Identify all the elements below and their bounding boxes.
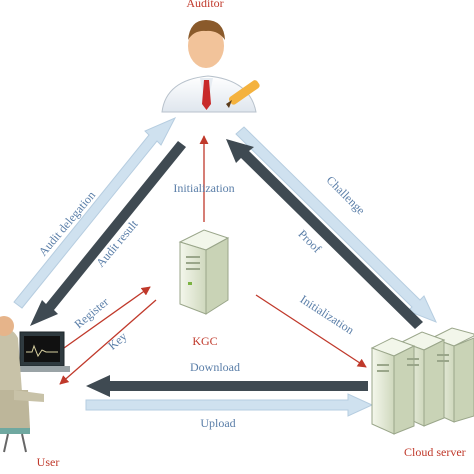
cloud-server-icon [370, 327, 474, 435]
initialization-kgc-auditor-label: Initialization [173, 181, 234, 195]
challenge-arrow [235, 126, 437, 323]
auditor-label: Auditor [186, 0, 223, 10]
user-at-computer-icon [0, 316, 70, 453]
key-label: Key [105, 329, 129, 353]
upload-arrow [85, 393, 374, 417]
proof-arrow [226, 139, 423, 329]
download-label: Download [190, 360, 240, 374]
challenge-label: Challenge [324, 173, 368, 217]
initialization-kgc-cloud-label: Initialization [298, 292, 357, 337]
key-arrow [59, 299, 157, 385]
kgc-label: KGC [192, 334, 217, 348]
auditor-person-icon [161, 20, 260, 113]
user-label: User [37, 455, 60, 469]
register-arrow [63, 286, 151, 349]
audit-result-arrow [30, 141, 186, 326]
register-label: Register [72, 295, 112, 331]
audit-delegation-arrow [13, 116, 177, 309]
upload-label: Upload [200, 416, 235, 430]
cloud-server-label: Cloud server [404, 445, 466, 459]
kgc-server-icon [178, 229, 230, 315]
download-arrow [86, 375, 368, 397]
initialization-kgc-cloud-arrow [255, 294, 367, 368]
